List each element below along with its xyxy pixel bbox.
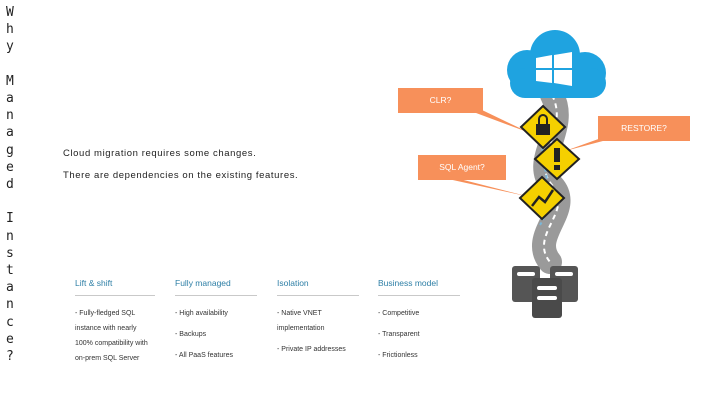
list-item: - Frictionless <box>378 352 418 359</box>
sql-agent-callout: SQL Agent? <box>418 155 506 180</box>
column-fully-managed: Fully managed - High availability - Back… <box>175 278 257 369</box>
lock-warning-icon <box>519 104 567 150</box>
chart-warning-icon <box>518 175 566 221</box>
list-item: - Fully-fledged SQL instance with nearly… <box>75 310 148 362</box>
list-item: - Backups <box>175 331 207 338</box>
exclamation-warning-icon <box>533 137 581 181</box>
intro-line-1: Cloud migration requires some changes. <box>63 148 257 159</box>
list-item: - Private IP addresses <box>277 346 346 353</box>
column-heading: Lift & shift <box>75 278 155 296</box>
column-heading: Isolation <box>277 278 359 296</box>
slide-title: W h y M a n a g e d I n s t a n c e ? <box>6 5 14 365</box>
windows-icon <box>536 52 572 86</box>
list-item: - Competitive <box>378 310 420 317</box>
list-item: - Native VNET implementation <box>277 310 325 332</box>
intro-line-2: There are dependencies on the existing f… <box>63 170 299 181</box>
list-item: - All PaaS features <box>175 352 233 359</box>
column-heading: Business model <box>378 278 460 296</box>
column-isolation: Isolation - Native VNET implementation -… <box>277 278 359 363</box>
server-icon <box>512 266 578 318</box>
list-item: - Transparent <box>378 331 420 338</box>
column-heading: Fully managed <box>175 278 257 296</box>
column-lift-and-shift: Lift & shift - Fully-fledged SQL instanc… <box>75 278 155 372</box>
restore-callout: RESTORE? <box>598 116 690 141</box>
list-item: - High availability <box>175 310 228 317</box>
clr-callout: CLR? <box>398 88 483 113</box>
column-business-model: Business model - Competitive - Transpare… <box>378 278 460 369</box>
